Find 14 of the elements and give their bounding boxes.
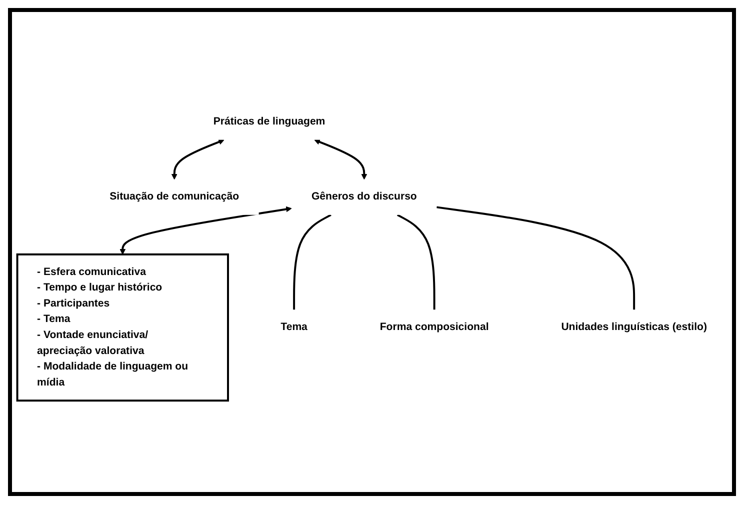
node-text: Forma composicional [380, 321, 489, 332]
arrow [171, 138, 224, 180]
frame-border: Práticas de linguagem Situação de comunicação - Esfera comunicativa - Tempo e lugar histórico - Participantes - Tema - Vontade enunciativa/ apreciação valorativa - Modalidade de linguagem ou mídia Gêneros do discurso Tema Forma composicional Unidades linguísticas (estilo) [8, 8, 736, 496]
connector [396, 214, 436, 310]
connector [436, 206, 636, 310]
node-box [16, 252, 229, 402]
node-text: Gêneros do discurso [311, 190, 417, 202]
arrow [314, 138, 368, 180]
node-text: Unidades linguísticas (estilo) [561, 321, 707, 332]
node-text: Tema [280, 321, 308, 332]
arrow [120, 206, 292, 254]
node-text: Situação de comunicação [110, 190, 240, 202]
node-text: Práticas de linguagem [213, 116, 326, 127]
connector [293, 214, 332, 310]
